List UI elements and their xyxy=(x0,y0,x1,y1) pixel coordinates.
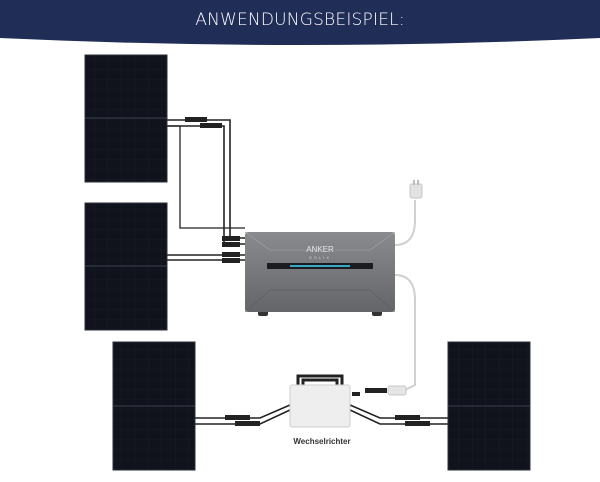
solar-panel xyxy=(112,341,196,471)
anker-solix-battery: ANKER SOLIX xyxy=(244,231,396,316)
battery-sub-brand: SOLIX xyxy=(309,255,331,260)
header-banner xyxy=(0,0,600,45)
solar-panel xyxy=(84,202,168,331)
battery-brand: ANKER xyxy=(306,245,334,254)
inverter-label: Wechselrichter xyxy=(293,437,351,446)
solar-panel xyxy=(447,341,531,471)
micro-inverter xyxy=(289,374,360,428)
ac-cables xyxy=(394,200,416,391)
solar-panel xyxy=(84,54,168,183)
wall-plug-icon xyxy=(409,180,423,199)
page-title: ANWENDUNGSBEISPIEL: xyxy=(195,10,405,30)
ac-plug-icon xyxy=(365,385,407,396)
